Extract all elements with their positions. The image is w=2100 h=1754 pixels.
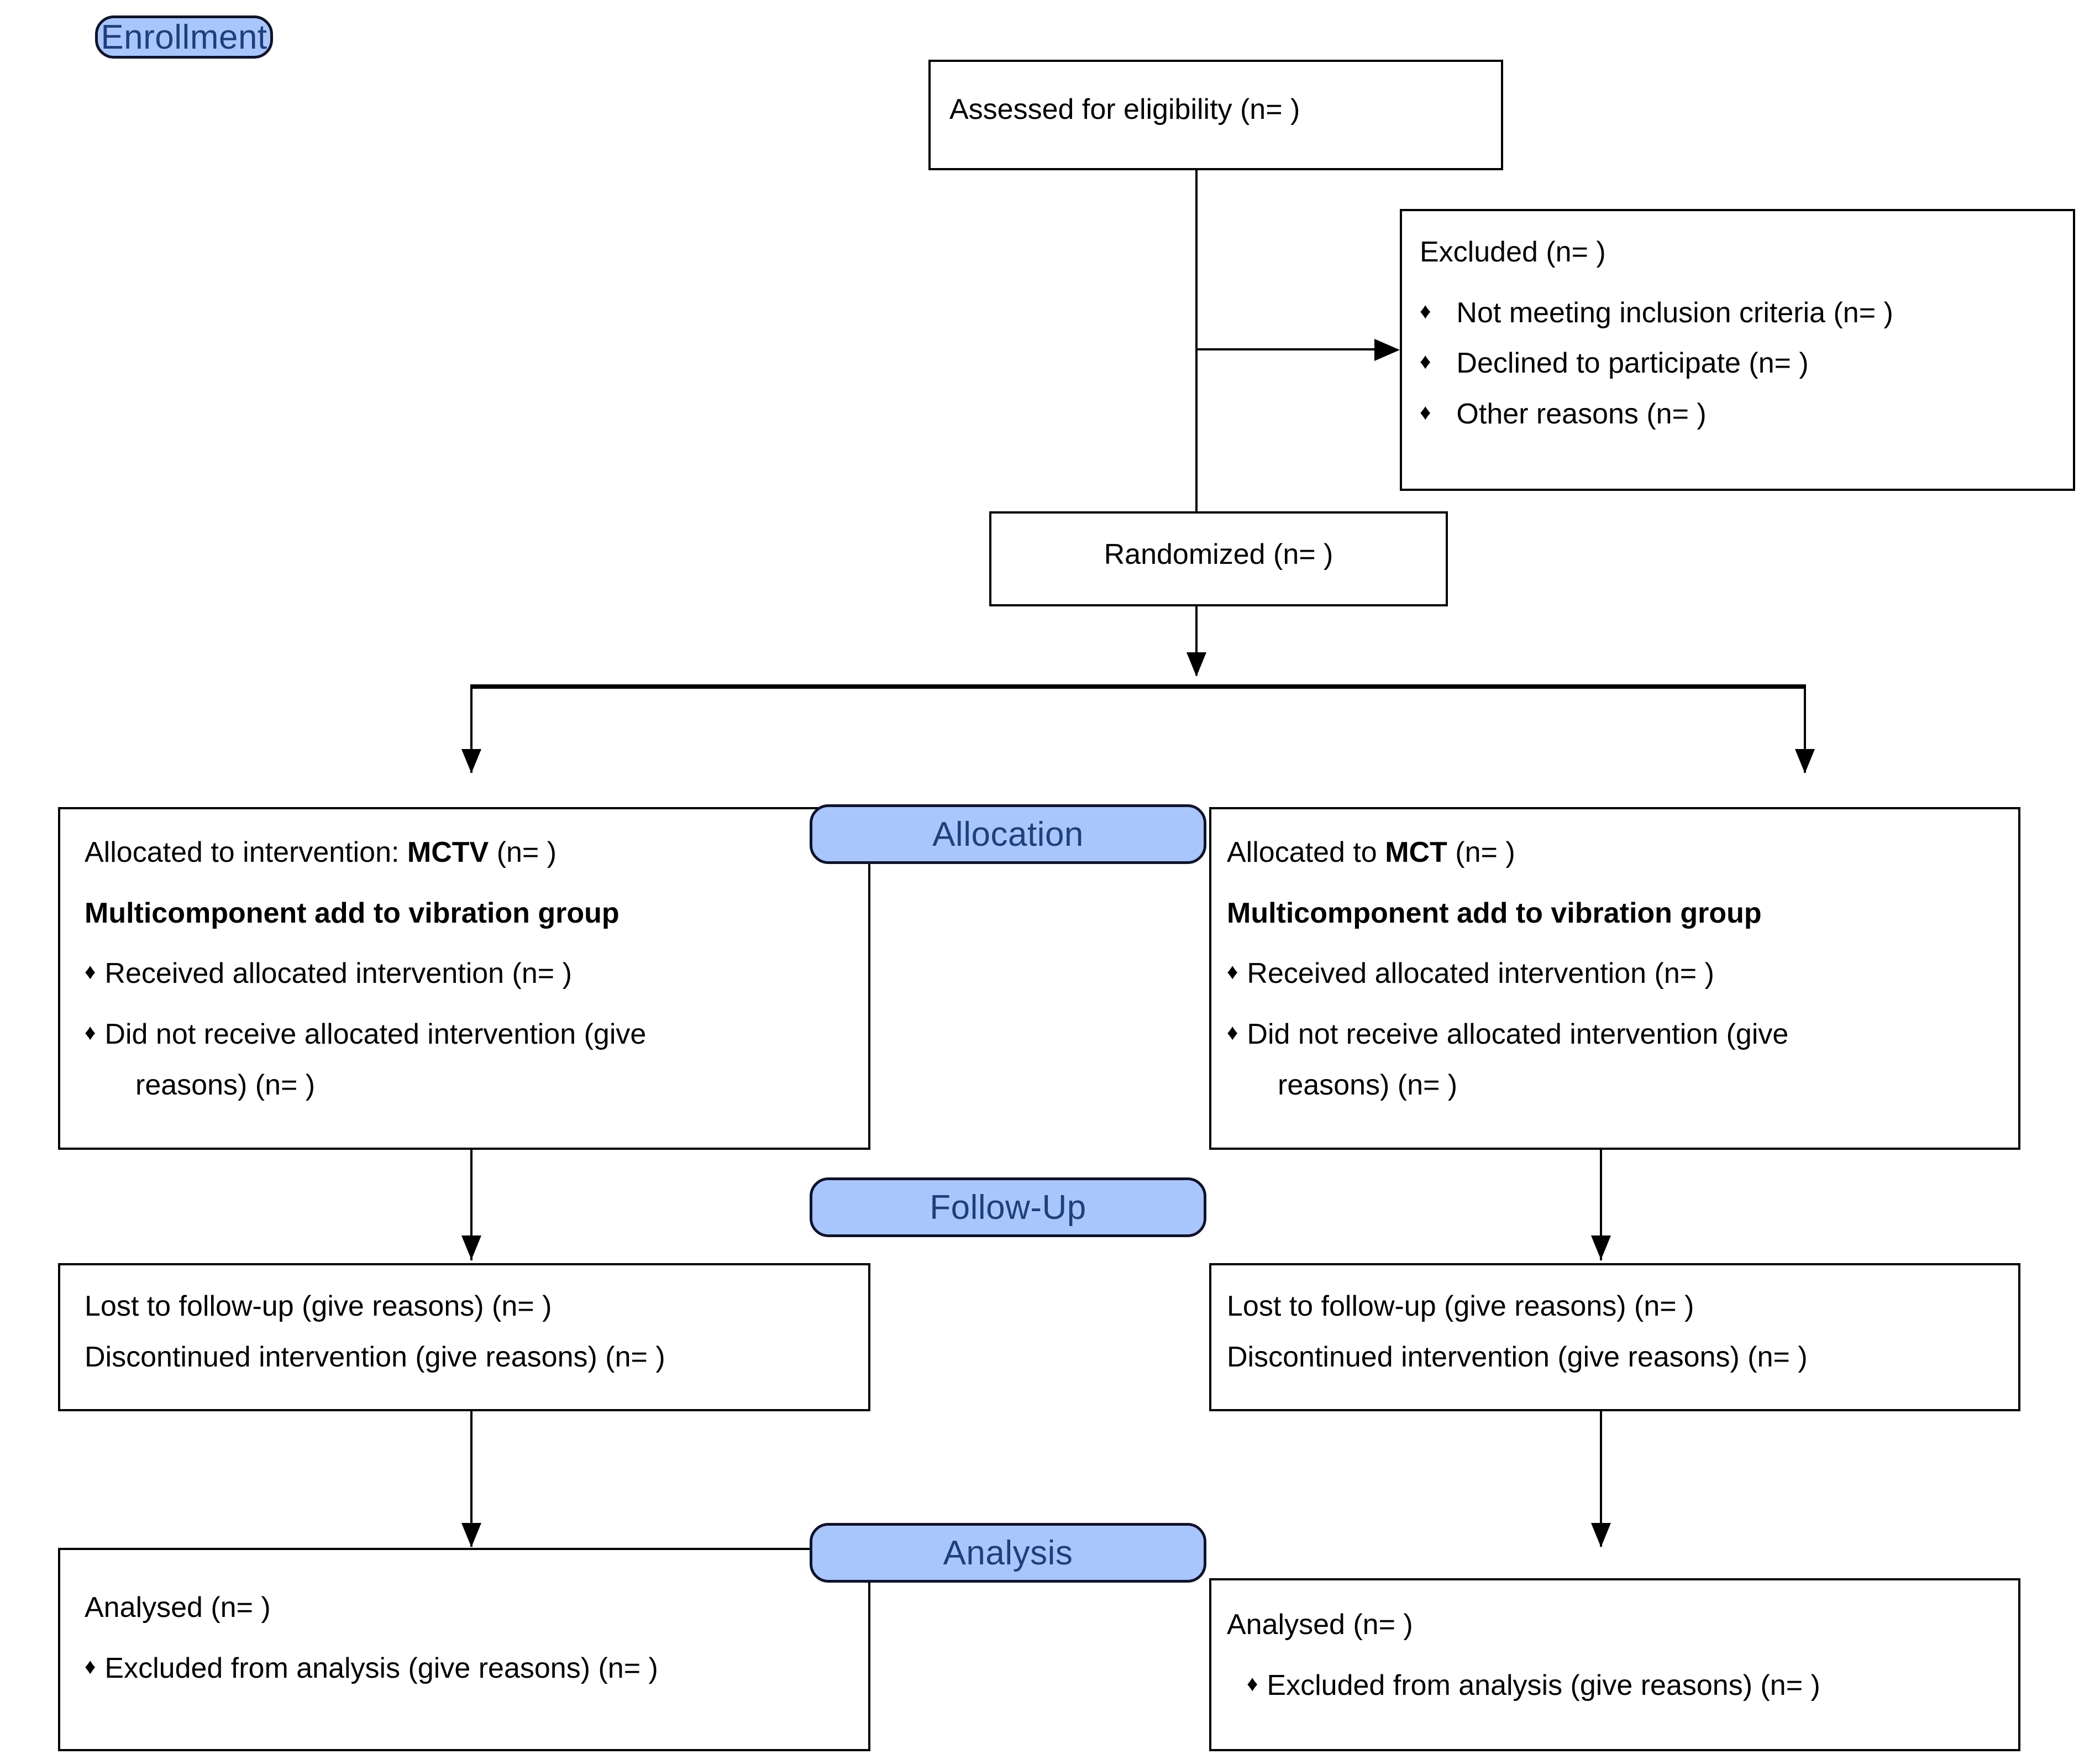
diamond-bullet-icon: ♦ xyxy=(1247,1671,1258,1696)
followup-box-left: Lost to follow-up (give reasons) (n= ) D… xyxy=(58,1263,870,1411)
assessed-for-eligibility-text: Assessed for eligibility (n= ) xyxy=(949,93,1300,125)
diamond-bullet-icon: ♦ xyxy=(1227,1020,1238,1045)
allocation-left-heading-prefix: Allocated to intervention: xyxy=(85,836,407,868)
analysis-box-right: Analysed (n= ) ♦ Excluded from analysis … xyxy=(1209,1578,2020,1751)
stage-badge-analysis-label: Analysis xyxy=(943,1533,1073,1572)
stage-badge-enrollment: Enrollment xyxy=(95,15,273,59)
analysis-left-excluded-text: Excluded from analysis (give reasons) (n… xyxy=(104,1652,658,1684)
followup-box-right: Lost to follow-up (give reasons) (n= ) D… xyxy=(1209,1263,2020,1411)
connector-right-allocation-to-followup xyxy=(1600,1150,1602,1260)
allocation-left-heading: Allocated to intervention: MCTV (n= ) xyxy=(85,834,844,872)
arrowhead-left-followup xyxy=(461,1235,481,1260)
allocation-box-right: Allocated to MCT (n= ) Multicomponent ad… xyxy=(1209,807,2020,1150)
arrowhead-left-allocation xyxy=(461,749,481,773)
analysis-box-left: Analysed (n= ) ♦ Excluded from analysis … xyxy=(58,1548,870,1751)
diamond-bullet-icon: ♦ xyxy=(1420,349,1431,374)
allocation-left-heading-suffix: (n= ) xyxy=(489,836,557,868)
stage-badge-analysis: Analysis xyxy=(810,1523,1206,1583)
allocation-right-bullet-text: Received allocated intervention (n= ) xyxy=(1247,957,1714,990)
analysis-right-analysed: Analysed (n= ) xyxy=(1227,1609,1413,1641)
allocation-left-group-label: Multicomponent add to vibration group xyxy=(85,897,620,929)
allocation-left-bullet: ♦ Received allocated intervention (n= ) xyxy=(85,955,844,993)
randomized-text: Randomized (n= ) xyxy=(1104,538,1334,570)
analysis-left-excluded-item: ♦ Excluded from analysis (give reasons) … xyxy=(85,1650,844,1688)
stage-badge-allocation-label: Allocation xyxy=(932,815,1084,854)
analysis-right-excluded-item: ♦ Excluded from analysis (give reasons) … xyxy=(1227,1667,1994,1705)
assessed-for-eligibility-box: Assessed for eligibility (n= ) xyxy=(928,60,1503,170)
excluded-reason-text: Other reasons (n= ) xyxy=(1456,398,1707,431)
allocation-right-continuation: reasons) (n= ) xyxy=(1278,1069,1458,1101)
followup-right-discontinued: Discontinued intervention (give reasons)… xyxy=(1227,1341,1808,1373)
allocation-split-bus xyxy=(471,684,1806,689)
diamond-bullet-icon: ♦ xyxy=(85,1654,96,1679)
allocation-right-heading-suffix: (n= ) xyxy=(1447,836,1515,868)
arrowhead-to-excluded xyxy=(1374,339,1400,361)
connector-left-allocation-to-followup xyxy=(470,1150,473,1260)
randomized-box: Randomized (n= ) xyxy=(989,511,1448,606)
excluded-reason-item: ♦ Not meeting inclusion criteria (n= ) xyxy=(1420,294,2055,333)
allocation-right-bullet-text: Did not receive allocated intervention (… xyxy=(1247,1018,1789,1051)
excluded-reason-text: Declined to participate (n= ) xyxy=(1456,347,1809,380)
excluded-reason-item: ♦ Declined to participate (n= ) xyxy=(1420,344,2055,383)
arrowhead-right-allocation xyxy=(1795,749,1815,773)
excluded-box: Excluded (n= ) ♦ Not meeting inclusion c… xyxy=(1400,209,2075,491)
diamond-bullet-icon: ♦ xyxy=(1227,960,1238,985)
allocation-left-bullet: ♦ Did not receive allocated intervention… xyxy=(85,1015,844,1054)
diamond-bullet-icon: ♦ xyxy=(1420,299,1431,323)
excluded-reason-item: ♦ Other reasons (n= ) xyxy=(1420,395,2055,434)
arrowhead-left-analysis xyxy=(461,1523,481,1547)
followup-right-lost: Lost to follow-up (give reasons) (n= ) xyxy=(1227,1290,1694,1322)
connector-left-followup-to-analysis xyxy=(470,1411,473,1547)
allocation-right-heading-group: MCT xyxy=(1385,836,1447,868)
stage-badge-enrollment-label: Enrollment xyxy=(101,18,267,56)
arrowhead-right-followup xyxy=(1591,1235,1611,1260)
connector-right-followup-to-analysis xyxy=(1600,1411,1602,1547)
arrowhead-right-analysis xyxy=(1591,1523,1611,1547)
connector-bus-to-left-allocation xyxy=(470,684,473,773)
stage-badge-allocation: Allocation xyxy=(810,804,1206,864)
arrowhead-randomized-to-bus xyxy=(1186,652,1206,677)
connector-to-excluded xyxy=(1195,348,1378,350)
stage-badge-follow-up: Follow-Up xyxy=(810,1177,1206,1237)
diamond-bullet-icon: ♦ xyxy=(85,960,96,985)
followup-left-lost: Lost to follow-up (give reasons) (n= ) xyxy=(85,1290,552,1322)
diamond-bullet-icon: ♦ xyxy=(1420,400,1431,425)
allocation-box-left: Allocated to intervention: MCTV (n= ) Mu… xyxy=(58,807,870,1150)
allocation-right-heading: Allocated to MCT (n= ) xyxy=(1227,834,1994,872)
connector-bus-to-right-allocation xyxy=(1804,684,1806,773)
followup-left-discontinued: Discontinued intervention (give reasons)… xyxy=(85,1341,665,1373)
excluded-header: Excluded (n= ) xyxy=(1420,236,1606,268)
allocation-left-continuation: reasons) (n= ) xyxy=(135,1069,316,1101)
connector-assessed-to-randomized xyxy=(1195,170,1198,513)
stage-badge-follow-up-label: Follow-Up xyxy=(930,1188,1086,1227)
allocation-left-bullet-text: Received allocated intervention (n= ) xyxy=(104,957,572,990)
allocation-left-heading-group: MCTV xyxy=(407,836,489,868)
excluded-reason-text: Not meeting inclusion criteria (n= ) xyxy=(1456,296,1893,329)
allocation-right-bullet: ♦ Received allocated intervention (n= ) xyxy=(1227,955,1994,993)
analysis-right-excluded-text: Excluded from analysis (give reasons) (n… xyxy=(1267,1669,1820,1701)
allocation-right-heading-prefix: Allocated to xyxy=(1227,836,1385,868)
analysis-left-analysed: Analysed (n= ) xyxy=(85,1591,271,1624)
allocation-right-bullet: ♦ Did not receive allocated intervention… xyxy=(1227,1015,1994,1054)
diamond-bullet-icon: ♦ xyxy=(85,1020,96,1045)
allocation-right-group-label: Multicomponent add to vibration group xyxy=(1227,897,1762,929)
connector-randomized-down xyxy=(1195,606,1198,676)
allocation-left-bullet-text: Did not receive allocated intervention (… xyxy=(104,1018,647,1051)
